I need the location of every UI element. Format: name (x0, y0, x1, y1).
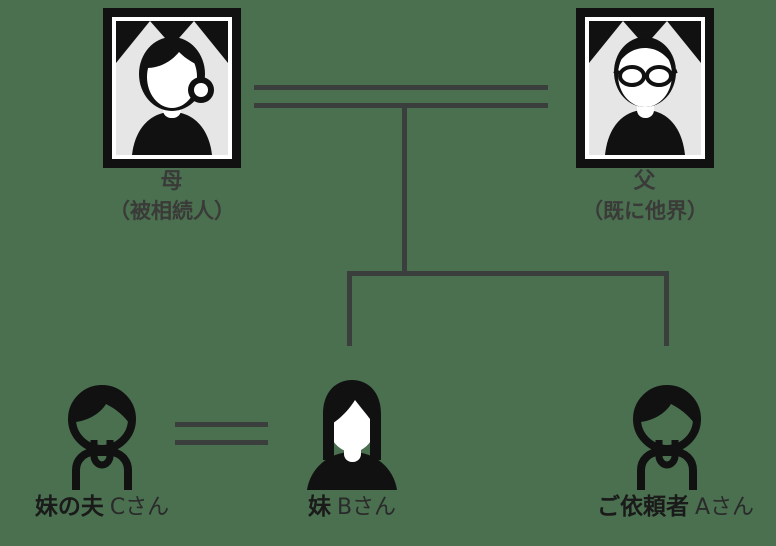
sibling-drop-right (664, 271, 669, 346)
father-sub-label: （既に他界） (582, 199, 708, 223)
person-male-icon (633, 385, 701, 490)
node-mother: 母 （被相続人） (103, 8, 241, 226)
sister-husband-relation: 妹の夫 (34, 494, 104, 520)
father-label: 父 (633, 169, 657, 194)
sister-husband-code: Cさん (109, 495, 170, 520)
memorial-portrait-male-glasses-icon (576, 8, 714, 168)
node-father: 父 （既に他界） (576, 8, 714, 226)
mother-sub-label: （被相続人） (109, 199, 235, 223)
mother-label: 母 (160, 169, 184, 194)
sister-relation: 妹 (307, 494, 331, 520)
client-code: Aさん (695, 495, 755, 520)
client-relation: ご依頼者 (597, 494, 689, 520)
sister-code: Bさん (336, 495, 397, 520)
sibling-bar-horizontal (347, 271, 669, 276)
person-female-icon (307, 380, 397, 490)
sister-marriage-line-bottom (175, 440, 268, 445)
person-male-icon (68, 385, 136, 490)
parents-marriage-line-bottom (254, 103, 548, 108)
parents-marriage-line-top (254, 85, 548, 90)
sister-marriage-line-top (175, 422, 268, 427)
descent-line-vertical (402, 108, 407, 275)
memorial-portrait-female-icon (103, 8, 241, 168)
sibling-drop-left (347, 271, 352, 346)
